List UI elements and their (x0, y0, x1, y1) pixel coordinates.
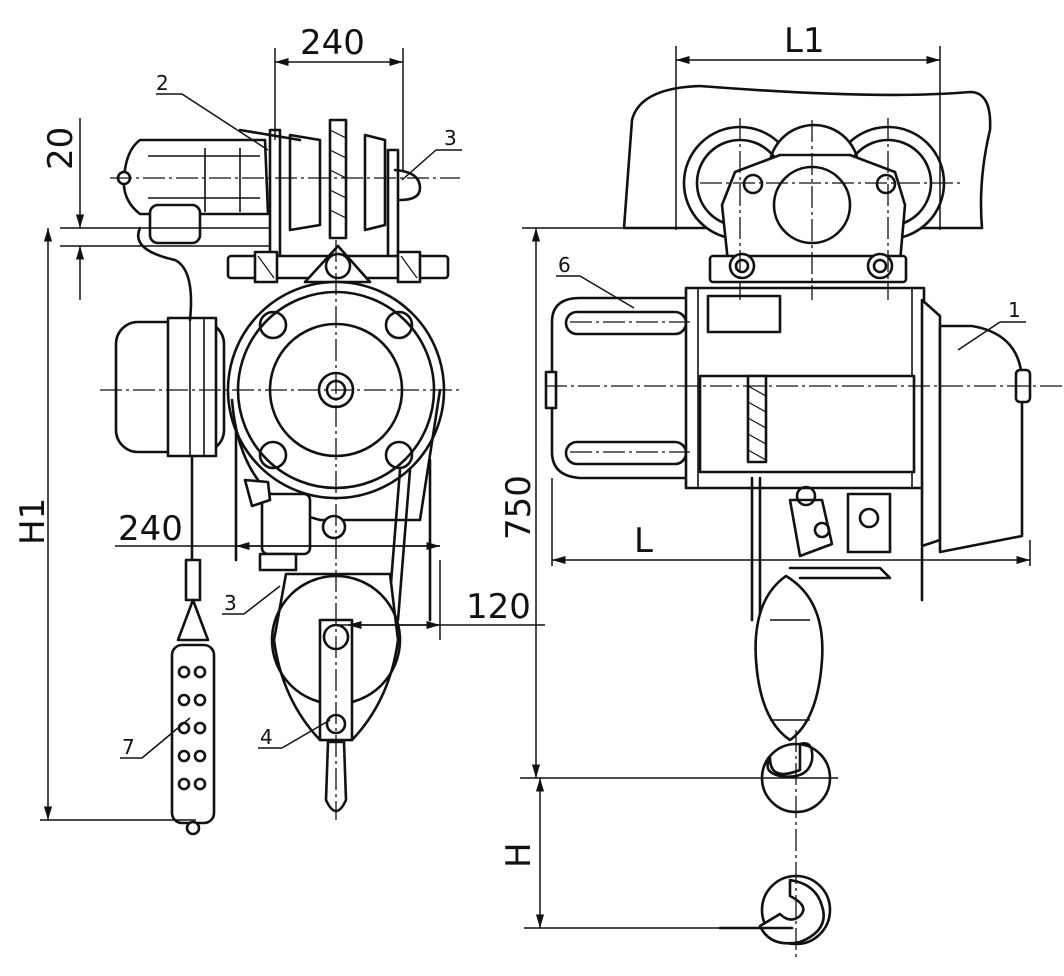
side-part-labels: 2 3 3 4 7 (120, 71, 462, 759)
lower-hook (718, 874, 832, 946)
front-view (544, 84, 1064, 960)
dim-h: H (499, 842, 539, 868)
dim-240-top: 240 (300, 23, 365, 63)
rope-guide (788, 485, 892, 580)
dim-l: L (634, 521, 653, 561)
label-4: 4 (260, 725, 273, 749)
side-dimensions: 240 20 H1 240 120 (13, 23, 545, 821)
label-6: 6 (558, 253, 571, 277)
limit-switch (243, 478, 312, 572)
front-dimensions: L1 L 750 H (499, 21, 1031, 929)
trolley-plate (708, 153, 908, 284)
dim-750: 750 (499, 475, 539, 540)
dim-120: 120 (466, 587, 531, 627)
side-view (100, 118, 460, 836)
dim-h1: H1 (13, 498, 53, 545)
pendant (170, 454, 216, 836)
dim-20: 20 (41, 127, 81, 170)
label-7: 7 (122, 735, 135, 759)
rope-front (750, 476, 762, 622)
dim-240-mid: 240 (118, 509, 183, 549)
label-3-bottom: 3 (224, 591, 237, 615)
dim-l1: L1 (784, 21, 825, 61)
front-part-labels: 6 1 (556, 253, 1026, 351)
label-3-top: 3 (444, 126, 457, 150)
hook-block-front (754, 574, 832, 814)
hoist-body (544, 286, 1032, 602)
label-1: 1 (1008, 298, 1021, 322)
label-2: 2 (156, 71, 169, 95)
hoist-motor-side (114, 226, 226, 458)
trolley-motor (116, 138, 270, 245)
